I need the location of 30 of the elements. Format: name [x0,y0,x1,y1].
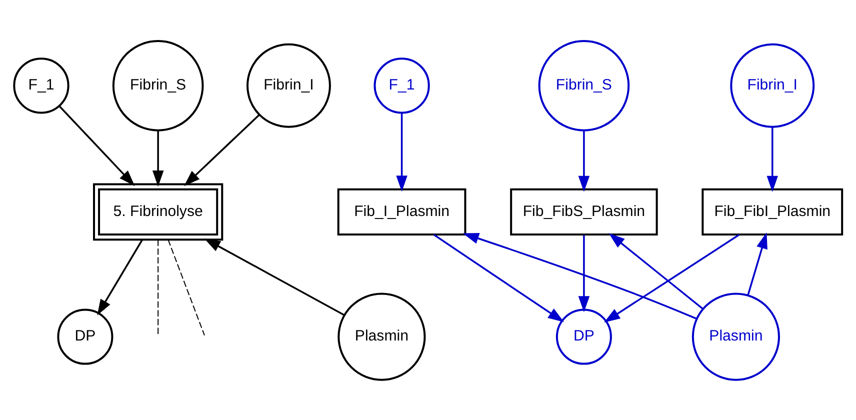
arrow [608,232,704,309]
arrow [152,130,164,186]
node-circle: Fibrin_S [538,40,630,131]
node-circle: Plasmin [338,292,426,380]
arrow [184,114,260,186]
node-box: Fib_FibS_Plasmin [510,188,658,236]
node-box: Fib_I_Plasmin [337,188,466,236]
arrow [604,234,740,322]
node-circle: DP [57,308,114,364]
node-circle: Plasmin [692,292,780,380]
arrow [747,232,768,295]
node-box: Fib_FibI_Plasmin [702,188,844,236]
node-box: 5. Fibrinolyse [93,182,224,240]
arrow [766,126,778,192]
connector [158,239,159,335]
node-circle: DP [556,308,612,364]
node-circle: F_1 [374,57,430,114]
arrow [58,105,135,186]
arrow [578,234,590,312]
arrow [396,112,408,192]
arrow [433,234,564,322]
node-circle: Fibrin_I [246,42,331,128]
arrow [578,130,590,192]
connector [168,239,205,336]
node-circle: Fibrin_I [730,42,815,128]
arrow [462,232,697,319]
arrow [204,238,345,316]
node-circle: F_1 [13,57,70,114]
node-circle: Fibrin_S [112,40,204,131]
arrow [97,238,144,315]
